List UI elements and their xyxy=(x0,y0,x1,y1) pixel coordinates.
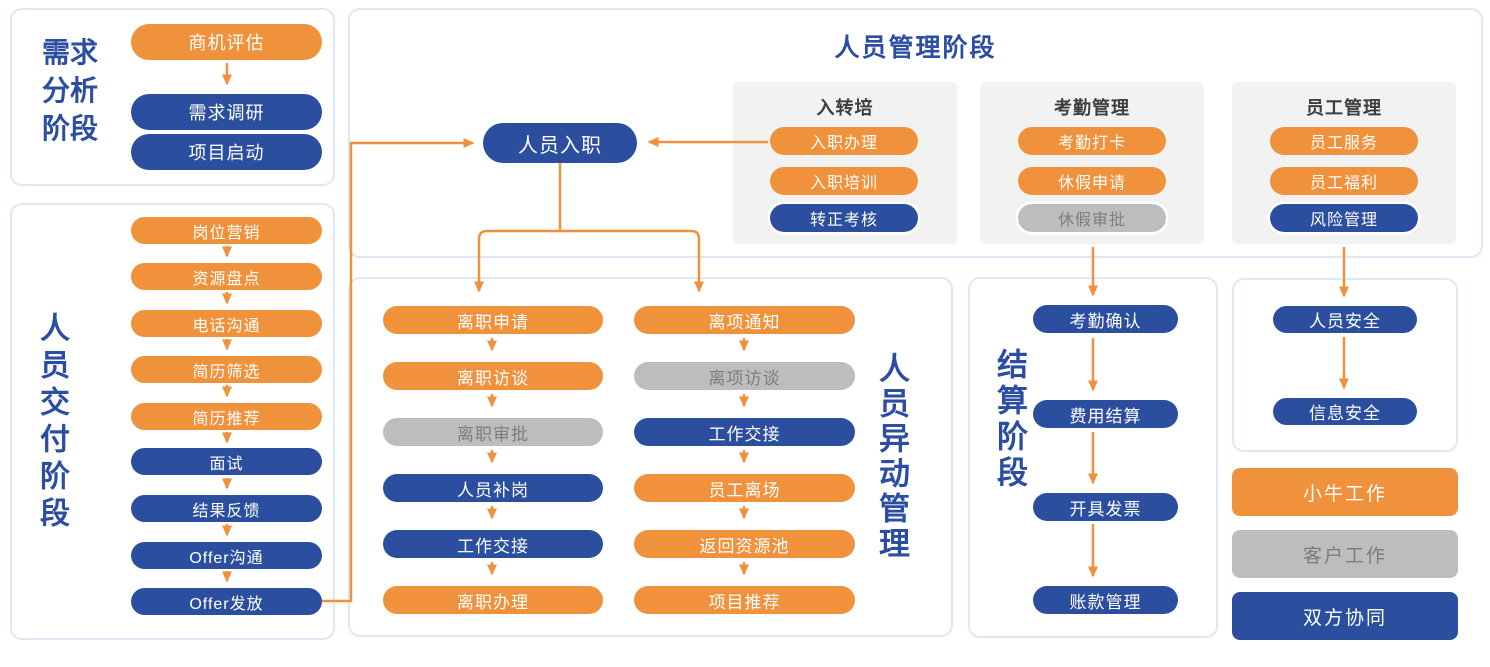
node-phone-communication: 电话沟通 xyxy=(131,310,322,337)
node-project-exit-notice: 离项通知 xyxy=(634,306,855,334)
node-interview: 面试 xyxy=(131,448,322,475)
node-requirement-research: 需求调研 xyxy=(131,94,322,130)
group-attendance-title: 考勤管理 xyxy=(1054,98,1130,118)
node-leave-request: 休假申请 xyxy=(1018,167,1166,195)
requirement-title-line: 阶段 xyxy=(41,113,98,144)
node-onboard-processing: 入职办理 xyxy=(770,127,918,155)
node-onboard-training: 入职培训 xyxy=(770,167,918,195)
node-job-marketing: 岗位营销 xyxy=(131,217,322,244)
transfer-phase-title: 人员异动管理 xyxy=(874,352,909,562)
node-personnel-security: 人员安全 xyxy=(1273,306,1417,333)
node-leave-approval: 休假审批 xyxy=(1018,204,1166,232)
node-resignation-interview: 离职访谈 xyxy=(383,362,603,390)
requirement-phase-title: 需求 分析 阶段 xyxy=(25,34,115,148)
requirement-title-line: 需求 xyxy=(41,37,98,68)
panel-security xyxy=(1232,278,1458,452)
node-probation-assessment: 转正考核 xyxy=(770,204,918,232)
legend-vendor-work: 小牛工作 xyxy=(1232,468,1458,516)
node-return-to-pool: 返回资源池 xyxy=(634,530,855,558)
requirement-title-line: 分析 xyxy=(41,75,98,106)
delivery-phase-title: 人员交付阶段 xyxy=(35,312,68,534)
node-offer-communication: Offer沟通 xyxy=(131,542,322,569)
node-payment-management: 账款管理 xyxy=(1033,586,1178,614)
settlement-phase-title: 结算阶段 xyxy=(992,348,1027,492)
node-employee-departure: 员工离场 xyxy=(634,474,855,502)
node-result-feedback: 结果反馈 xyxy=(131,495,322,522)
node-business-evaluation: 商机评估 xyxy=(131,24,322,60)
node-staff-backfill: 人员补岗 xyxy=(383,474,603,502)
node-invoice-issuing: 开具发票 xyxy=(1033,493,1178,521)
legend-client-work: 客户工作 xyxy=(1232,530,1458,578)
node-attendance-confirmation: 考勤确认 xyxy=(1033,305,1178,333)
node-staff-onboarding: 人员入职 xyxy=(483,123,637,163)
node-project-exit-interview: 离项访谈 xyxy=(634,362,855,390)
node-resignation-request: 离职申请 xyxy=(383,306,603,334)
node-project-recommendation: 项目推荐 xyxy=(634,586,855,614)
node-resource-inventory: 资源盘点 xyxy=(131,263,322,290)
management-phase-title: 人员管理阶段 xyxy=(834,34,997,62)
node-attendance-checkin: 考勤打卡 xyxy=(1018,127,1166,155)
legend-joint-work: 双方协同 xyxy=(1232,592,1458,640)
node-project-kickoff: 项目启动 xyxy=(131,134,322,170)
node-work-handover-left: 工作交接 xyxy=(383,530,603,558)
node-resignation-approval: 离职审批 xyxy=(383,418,603,446)
node-information-security: 信息安全 xyxy=(1273,398,1417,425)
node-employee-benefits: 员工福利 xyxy=(1270,167,1418,195)
node-risk-management: 风险管理 xyxy=(1270,204,1418,232)
node-resume-recommendation: 简历推荐 xyxy=(131,403,322,430)
node-fee-settlement: 费用结算 xyxy=(1033,400,1178,428)
node-work-handover-right: 工作交接 xyxy=(634,418,855,446)
node-offer-release: Offer发放 xyxy=(131,588,322,615)
node-employee-service: 员工服务 xyxy=(1270,127,1418,155)
node-resignation-processing: 离职办理 xyxy=(383,586,603,614)
group-employee-title: 员工管理 xyxy=(1306,98,1382,118)
node-resume-screening: 简历筛选 xyxy=(131,356,322,383)
group-onboard-title: 入转培 xyxy=(816,98,874,118)
